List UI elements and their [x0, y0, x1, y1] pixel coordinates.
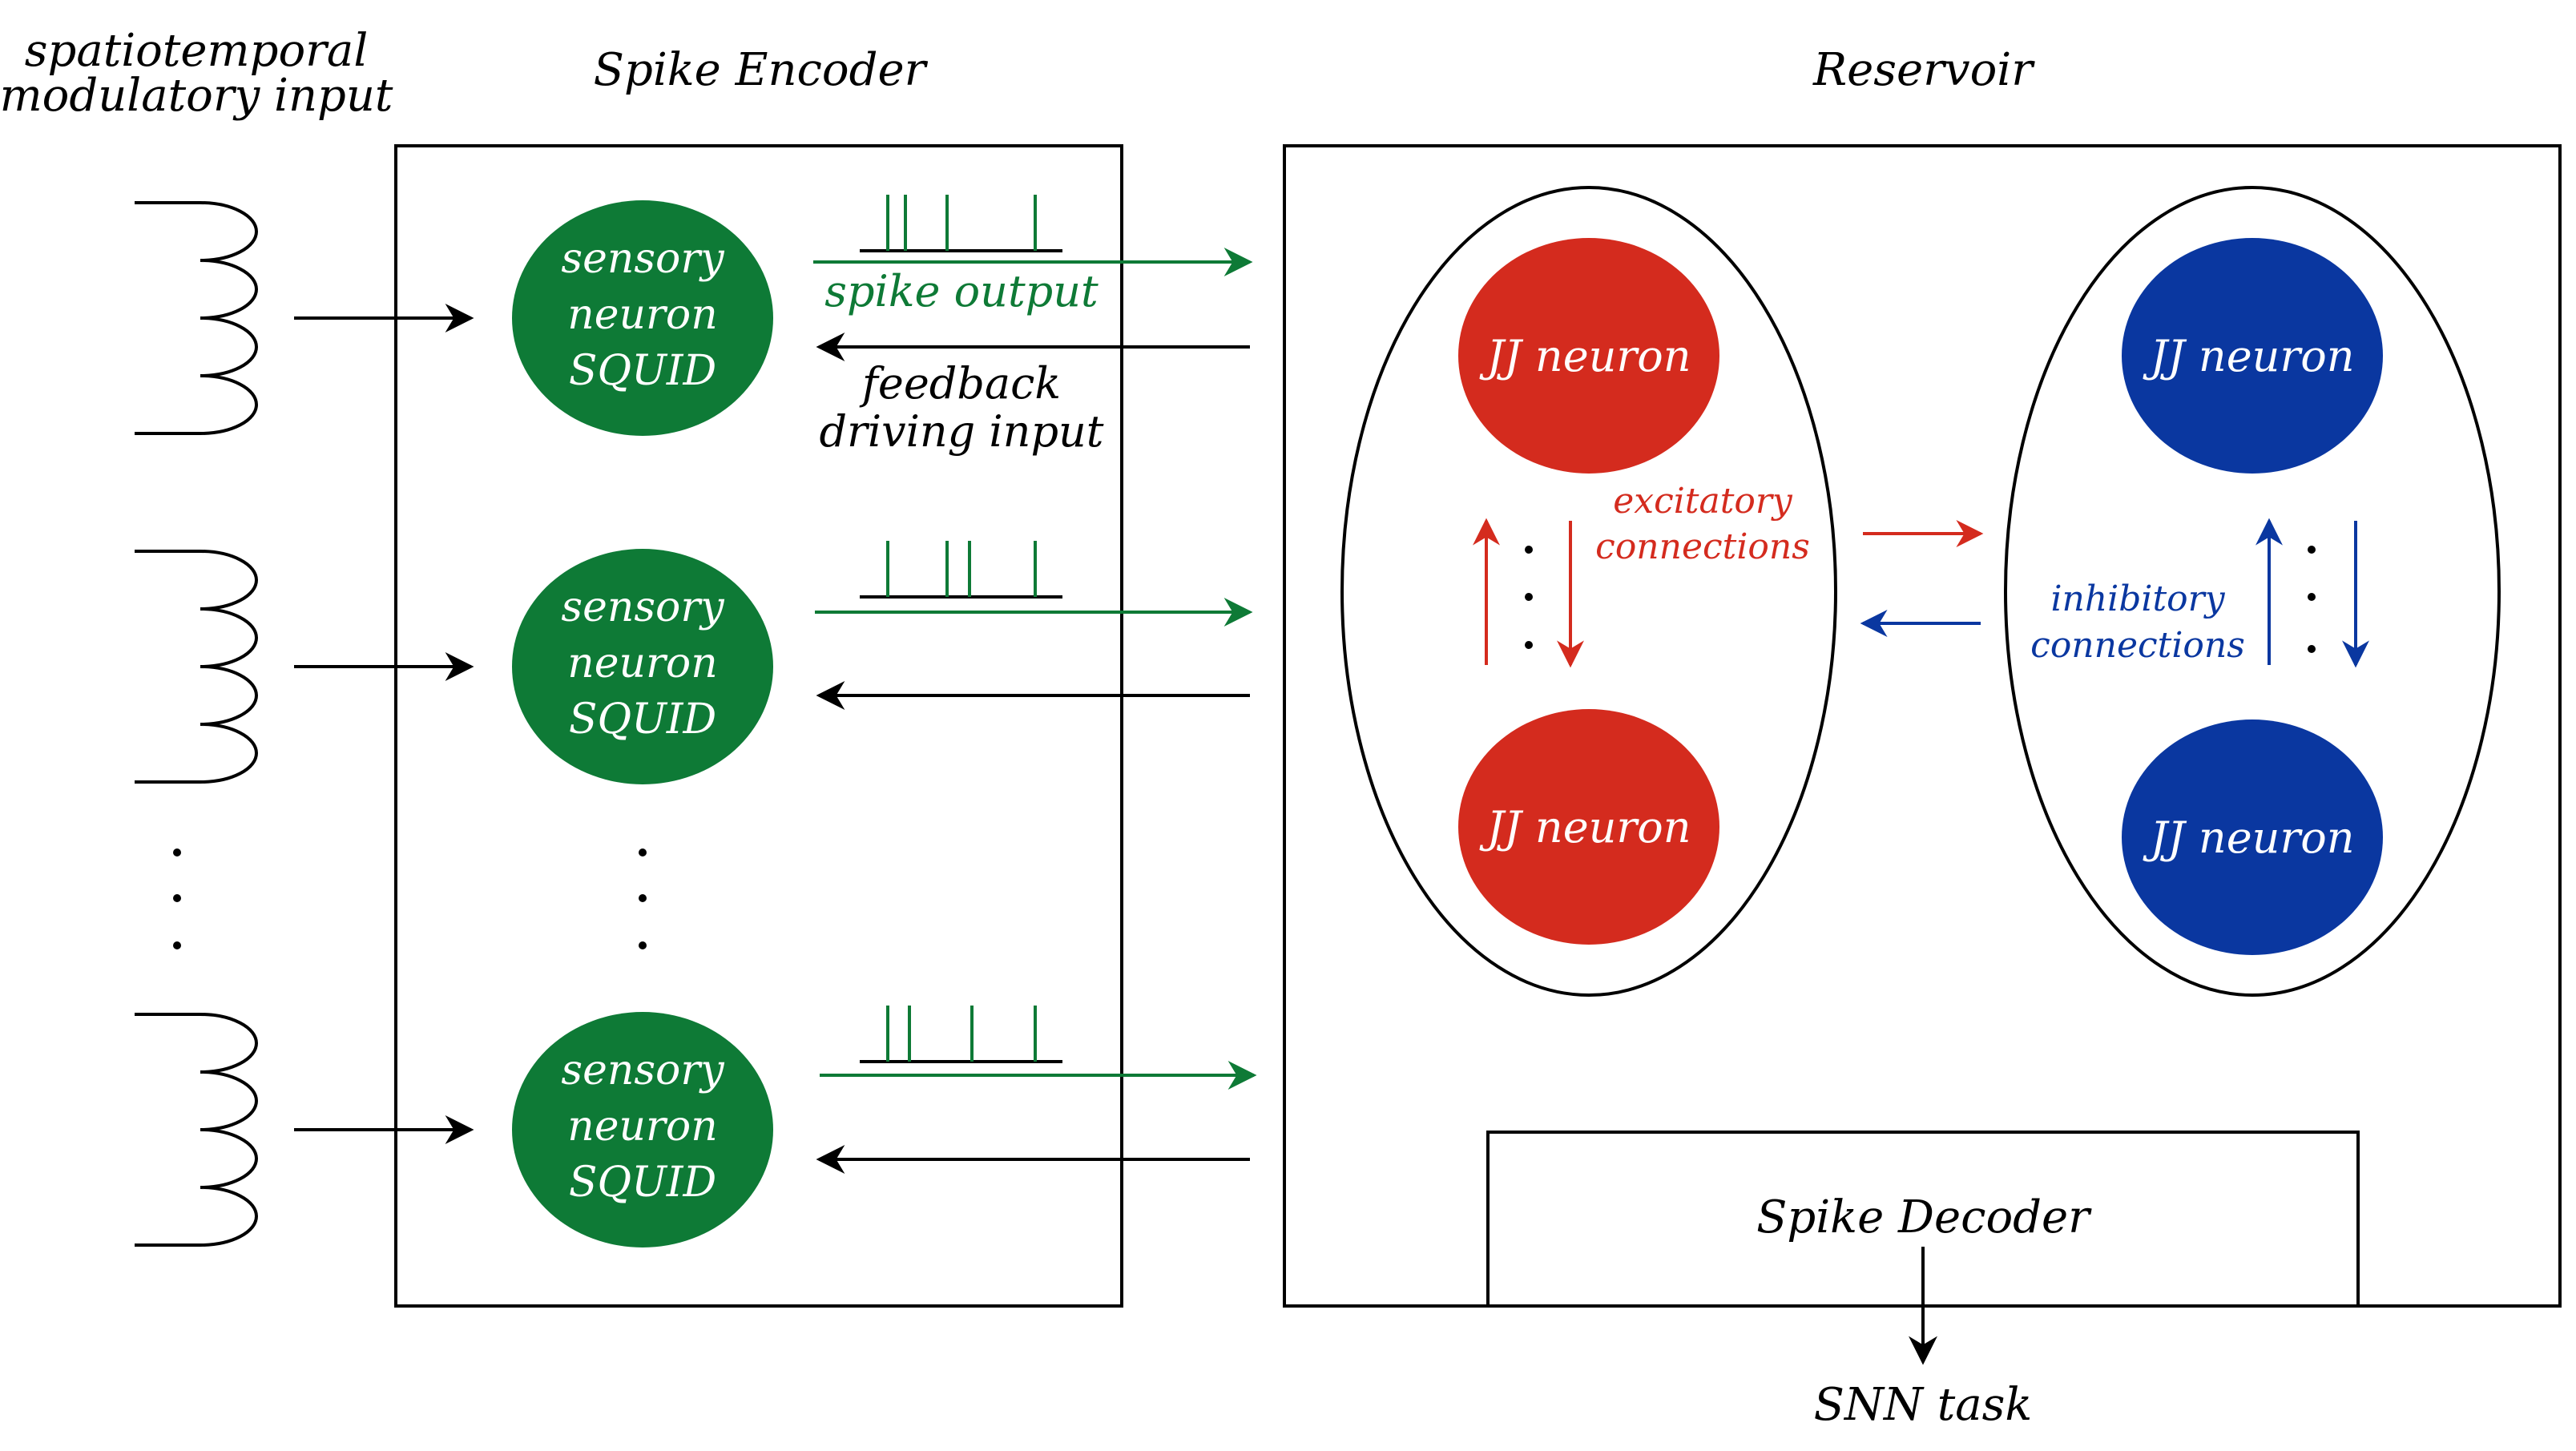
input-ellipsis [173, 848, 181, 949]
inhibitory-bottom-neuron-label: JJ neuron [2142, 812, 2354, 863]
spike-train-2 [860, 541, 1062, 599]
excitatory-bottom-neuron-label: JJ neuron [1478, 802, 1691, 852]
feedback-label-line2: driving input [819, 406, 1103, 457]
excitatory-top-neuron: JJ neuron [1458, 238, 1719, 474]
input-coil-2 [135, 550, 258, 784]
sensory-neuron-2-line2: neuron [567, 639, 717, 687]
sensory-neuron-2-line3: SQUID [569, 695, 716, 744]
excitatory-top-neuron-label: JJ neuron [1478, 331, 1691, 381]
reservoir-title: Reservoir [1812, 44, 2035, 96]
sensory-neuron-1-line1: sensory [561, 235, 724, 283]
sensory-neuron-3-line3: SQUID [569, 1159, 716, 1207]
spike-decoder-label: Spike Decoder [1756, 1191, 2092, 1243]
inhibitory-population [2004, 186, 2501, 997]
input-title-line1: spatiotemporal [25, 25, 368, 77]
inhibitory-label-line1: inhibitory [2050, 578, 2225, 619]
excitatory-label-line1: excitatory [1613, 481, 1793, 522]
inhibitory-ellipsis [2308, 546, 2316, 653]
snn-task-label: SNN task [1814, 1379, 2033, 1431]
feedback-label-line1: feedback [859, 358, 1061, 409]
spike-train-3 [860, 1006, 1062, 1063]
sensory-neuron-3-line2: neuron [567, 1102, 717, 1151]
sensory-neuron-3-line1: sensory [561, 1046, 724, 1094]
input-coil-1 [135, 201, 258, 435]
sensory-neuron-2: sensory neuron SQUID [512, 549, 773, 784]
spike-output-label: spike output [824, 266, 1099, 316]
sensory-neuron-2-line1: sensory [561, 583, 724, 631]
inhibitory-label-line2: connections [2030, 625, 2245, 666]
sensory-neuron-1: sensory neuron SQUID [512, 200, 773, 436]
spike-encoder-box [394, 144, 1123, 1308]
excitatory-label-line2: connections [1595, 526, 1810, 567]
input-title: spatiotemporal modulatory input [0, 25, 393, 122]
excitatory-population [1340, 186, 1837, 997]
spike-decoder-box: Spike Decoder [1486, 1131, 2360, 1306]
spike-encoder-title: Spike Encoder [594, 44, 929, 96]
excitatory-ellipsis [1525, 546, 1533, 649]
encoder-ellipsis [639, 848, 647, 949]
inhibitory-top-neuron: JJ neuron [2122, 238, 2383, 474]
sensory-neuron-1-line2: neuron [567, 291, 717, 339]
excitatory-bottom-neuron: JJ neuron [1458, 709, 1719, 945]
input-coil-3 [135, 1013, 258, 1247]
sensory-neuron-3: sensory neuron SQUID [512, 1012, 773, 1247]
spike-train-1 [860, 195, 1062, 252]
sensory-neuron-1-line3: SQUID [569, 347, 716, 395]
inhibitory-top-neuron-label: JJ neuron [2142, 331, 2354, 381]
inhibitory-bottom-neuron: JJ neuron [2122, 719, 2383, 955]
input-title-line2: modulatory input [0, 70, 393, 122]
